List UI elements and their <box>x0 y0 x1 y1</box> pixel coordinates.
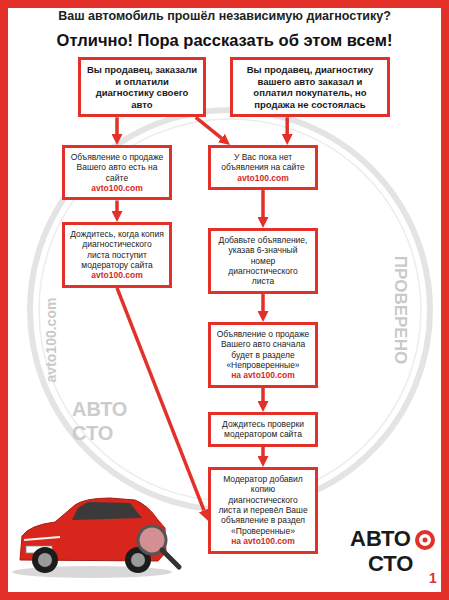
flow-arrow <box>261 190 265 217</box>
flow-arrow <box>117 288 204 511</box>
stamp-ring <box>30 110 430 510</box>
site-link: на avto100.com <box>216 536 310 546</box>
box-text: Объявление о продаже Вашего авто сначала… <box>216 329 310 370</box>
watermark-text: ПРОВЕРЕНО <box>391 256 410 364</box>
watermark-text: avto100.com <box>44 298 59 383</box>
process-box: У Вас пока нет объявления на сайтеavto10… <box>208 145 318 190</box>
box-text: Вы продавец, диагностику вашего авто зак… <box>238 64 382 110</box>
site-link: на avto100.com <box>216 370 310 380</box>
box-text: У Вас пока нет объявления на сайте <box>216 152 310 173</box>
box-text: Дождитесь, когда копия диагностического … <box>70 229 164 270</box>
process-box: Вы продавец, диагностику вашего авто зак… <box>230 57 390 117</box>
flow-arrow <box>196 117 222 138</box>
site-link: avto100.com <box>70 183 164 193</box>
flow-arrow <box>285 117 289 134</box>
watermark-text: АВТО <box>72 398 127 420</box>
logo-text: АВТО <box>350 527 411 551</box>
process-box: Вы продавец, заказали и оплатили диагнос… <box>78 57 206 117</box>
process-box: Модератор добавил копию диагностического… <box>208 467 318 554</box>
flow-arrow <box>261 447 265 456</box>
stamp-ring-inner <box>39 119 421 501</box>
frame <box>4 4 445 596</box>
car-illustration <box>12 498 179 578</box>
flow-arrow <box>261 294 265 311</box>
site-link: avto100.com <box>216 173 310 183</box>
flow-arrow <box>261 388 265 401</box>
flow-arrow <box>115 117 119 134</box>
process-box: Объявление о продаже Вашего авто сначала… <box>208 322 318 388</box>
box-text: Объявление о продаже Вашего авто есть на… <box>70 152 164 183</box>
watermark-text: СТО <box>72 422 113 444</box>
logo-wheel <box>417 532 433 548</box>
box-text: Добавьте объявление, указав 6-значный но… <box>216 235 310 287</box>
page-number: 1 <box>429 571 437 586</box>
subtitle: Отлично! Пора рассказать об этом всем! <box>8 31 441 49</box>
process-box: Дождитесь, когда копия диагностического … <box>62 222 172 288</box>
site-link: avto100.com <box>70 270 164 280</box>
box-text: Вы продавец, заказали и оплатили диагнос… <box>86 64 198 110</box>
box-text: Дождитесь проверки модератором сайта <box>216 419 310 440</box>
flow-arrow <box>115 200 119 211</box>
process-box: Добавьте объявление, указав 6-значный но… <box>208 228 318 294</box>
logo-text: СТО <box>368 552 413 576</box>
box-text: Модератор добавил копию диагностического… <box>216 474 310 536</box>
process-box: Дождитесь проверки модератором сайта <box>208 412 318 447</box>
process-box: Объявление о продаже Вашего авто есть на… <box>62 145 172 200</box>
title: Ваш автомобиль прошёл независимую диагно… <box>8 9 441 23</box>
